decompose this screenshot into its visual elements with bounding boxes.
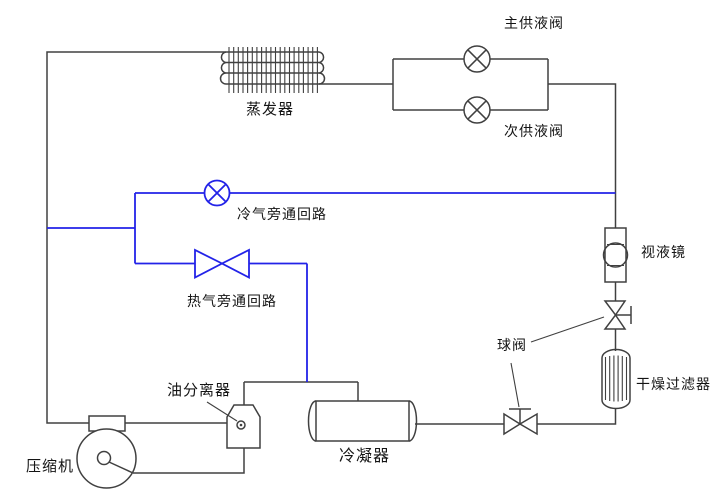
cold-gas-bypass-valve-symbol: [203, 179, 231, 207]
pipe-hot-gas-bypass: [135, 262, 308, 382]
sight-glass-symbol: [602, 227, 629, 283]
oil-separator-symbol: [226, 404, 261, 449]
main-supply-valve-symbol: [463, 45, 491, 73]
leader-ball-valve-upper: [530, 316, 605, 343]
label-secondary-supply-valve: 次供液阀: [504, 123, 564, 139]
evaporator-fins: [228, 47, 318, 93]
label-condenser: 冷凝器: [339, 448, 391, 465]
condenser-symbol: [307, 400, 418, 442]
compressor-symbol: [76, 415, 137, 489]
leader-ball-valve-lower: [510, 362, 520, 408]
label-evaporator: 蒸发器: [246, 101, 295, 118]
dryer-filter-symbol: [601, 348, 631, 410]
label-cold-gas-bypass-loop: 冷气旁通回路: [237, 206, 327, 222]
dryer-filter-stripes: [604, 355, 628, 402]
leader-lines: [206, 316, 605, 422]
ball-valve-vertical-symbol: [603, 300, 632, 330]
label-oil-separator: 油分离器: [167, 382, 232, 399]
label-hot-gas-bypass-loop: 热气旁通回路: [187, 293, 277, 309]
pipe-oilsep-bottom: [133, 448, 245, 474]
supply-valve-block: [392, 45, 549, 124]
leader-oil-separator: [206, 401, 238, 422]
hot-gas-bypass-valve-symbol: [194, 248, 250, 279]
pipe-suction-line: [46, 51, 226, 424]
bypass-pipe-runs: [47, 192, 616, 382]
secondary-supply-valve-symbol: [463, 96, 491, 124]
ball-valve-horizontal-symbol: [503, 408, 538, 436]
label-dryer-filter: 干燥过滤器: [636, 376, 711, 392]
label-ball-valve: 球阀: [497, 337, 527, 353]
label-compressor: 压缩机: [26, 458, 75, 475]
pipe-filter-outlet: [537, 409, 617, 425]
label-main-supply-valve: 主供液阀: [504, 15, 564, 31]
label-sight-glass: 视液镜: [641, 244, 686, 260]
main-pipe-runs: [46, 51, 617, 474]
pipe-liquid-line-upper: [548, 83, 617, 228]
evaporator-coil: [219, 47, 326, 93]
